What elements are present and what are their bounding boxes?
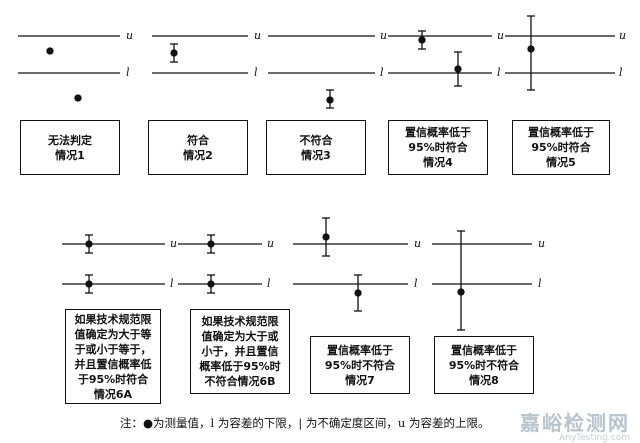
case-4-line: 情况4: [423, 156, 453, 169]
case-2-line: 情况2: [183, 148, 213, 162]
case-4-line: 置信概率低于: [405, 126, 471, 139]
upper-limit-label: u: [538, 237, 546, 250]
case-2-line: 符合: [187, 133, 209, 147]
case-6a-line: 于或小于等于，: [74, 342, 152, 356]
measurements: [46, 15, 535, 331]
lower-limit-label: l: [538, 277, 542, 290]
lower-limit-label: l: [380, 66, 384, 79]
case-7-line: 置信概率低于: [327, 343, 393, 357]
case-7-line: 情况7: [345, 373, 375, 387]
case-8-box: 置信概率低于 95%时不符合 情况8: [434, 336, 534, 394]
upper-limit-label: u: [170, 237, 178, 250]
case-5-line: 情况5: [546, 156, 576, 169]
uncertainty-interval: [85, 234, 93, 254]
lower-limit-label: l: [254, 66, 258, 79]
lower-limit-label: l: [497, 66, 501, 79]
case-2-box: 符合 情况2: [148, 120, 248, 175]
upper-limit-label: u: [267, 237, 275, 250]
case-1-box: 无法判定 情况1: [20, 120, 120, 175]
row2-limit-lines: [62, 243, 532, 285]
uncertainty-interval: [85, 274, 93, 294]
case-6a-box: 如果技术规范限 值确定为大于等 于或小于等于， 并且置信概率低 于95%时符合 …: [65, 309, 161, 404]
case-6b-line: 概率低于95%时: [199, 360, 281, 373]
case-6a-line: 于95%时符合: [77, 372, 149, 386]
lower-limit-label: l: [414, 277, 418, 290]
watermark-main: 嘉峪检测网: [520, 411, 630, 435]
uncertainty-interval: [457, 230, 465, 331]
row1-limit-lines: [18, 35, 615, 74]
case-3-box: 不符合 情况3: [266, 120, 366, 175]
upper-limit-label: u: [380, 29, 388, 42]
case-1-line: 情况1: [55, 148, 85, 162]
case-3-line: 情况3: [301, 148, 331, 162]
uncertainty-interval: [454, 51, 462, 87]
case-5-line: 置信概率低于: [528, 126, 594, 139]
case-6a-line: 如果技术规范限: [74, 312, 152, 326]
upper-limit-label: u: [497, 29, 505, 42]
uncertainty-interval: [170, 43, 178, 63]
uncertainty-interval: [322, 217, 330, 257]
case-4-line: 95%时符合: [408, 141, 468, 154]
case-6b-line: 值确定为大于或: [201, 330, 279, 343]
uncertainty-interval: [207, 234, 215, 254]
case-7-line: 95%时不符合: [324, 358, 396, 372]
case-8-line: 情况8: [469, 373, 499, 387]
case-6a-line: 情况6A: [93, 387, 133, 401]
case-4-box: 置信概率低于 95%时符合 情况4: [388, 120, 488, 175]
case-6a-line: 值确定为大于等: [74, 327, 152, 341]
case-6b-box: 如果技术规范限 值确定为大于或 小于，并且置信 概率低于95%时 不符合情况6B: [190, 309, 290, 394]
measured-point: [46, 47, 54, 55]
uncertainty-interval: [326, 89, 334, 109]
uncertainty-interval: [207, 274, 215, 294]
upper-limit-label: u: [126, 29, 134, 42]
legend-note: 注：●为测量值，l 为容差的下限，| 为不确定度区间，u 为容差的上限。: [120, 416, 490, 430]
case-6b-line: 小于，并且置信: [201, 345, 279, 358]
case-7-box: 置信概率低于 95%时不符合 情况7: [310, 336, 410, 394]
case-1-line: 无法判定: [48, 133, 92, 147]
case-6b-line: 如果技术规范限: [201, 315, 279, 328]
case-5-box: 置信概率低于 95%时符合 情况5: [512, 120, 610, 175]
lower-limit-label: l: [267, 277, 271, 290]
case-6b-line: 不符合情况6B: [204, 375, 276, 388]
lower-limit-label: l: [170, 277, 174, 290]
upper-limit-label: u: [414, 237, 422, 250]
case-3-line: 不符合: [299, 133, 333, 147]
case-8-line: 95%时不符合: [448, 358, 520, 372]
upper-limit-label: u: [619, 29, 627, 42]
upper-limit-label: u: [254, 29, 262, 42]
case-5-line: 95%时符合: [531, 141, 591, 154]
uncertainty-interval: [418, 30, 426, 50]
uncertainty-interval: [527, 15, 535, 91]
lower-limit-label: l: [619, 66, 623, 79]
measured-point: [74, 94, 82, 102]
uncertainty-interval: [354, 274, 362, 312]
watermark: 嘉峪检测网 AnyTesting.com: [520, 407, 630, 443]
case-6a-line: 并且置信概率低: [74, 357, 152, 371]
lower-limit-label: l: [126, 66, 130, 79]
case-8-line: 置信概率低于: [451, 343, 517, 357]
